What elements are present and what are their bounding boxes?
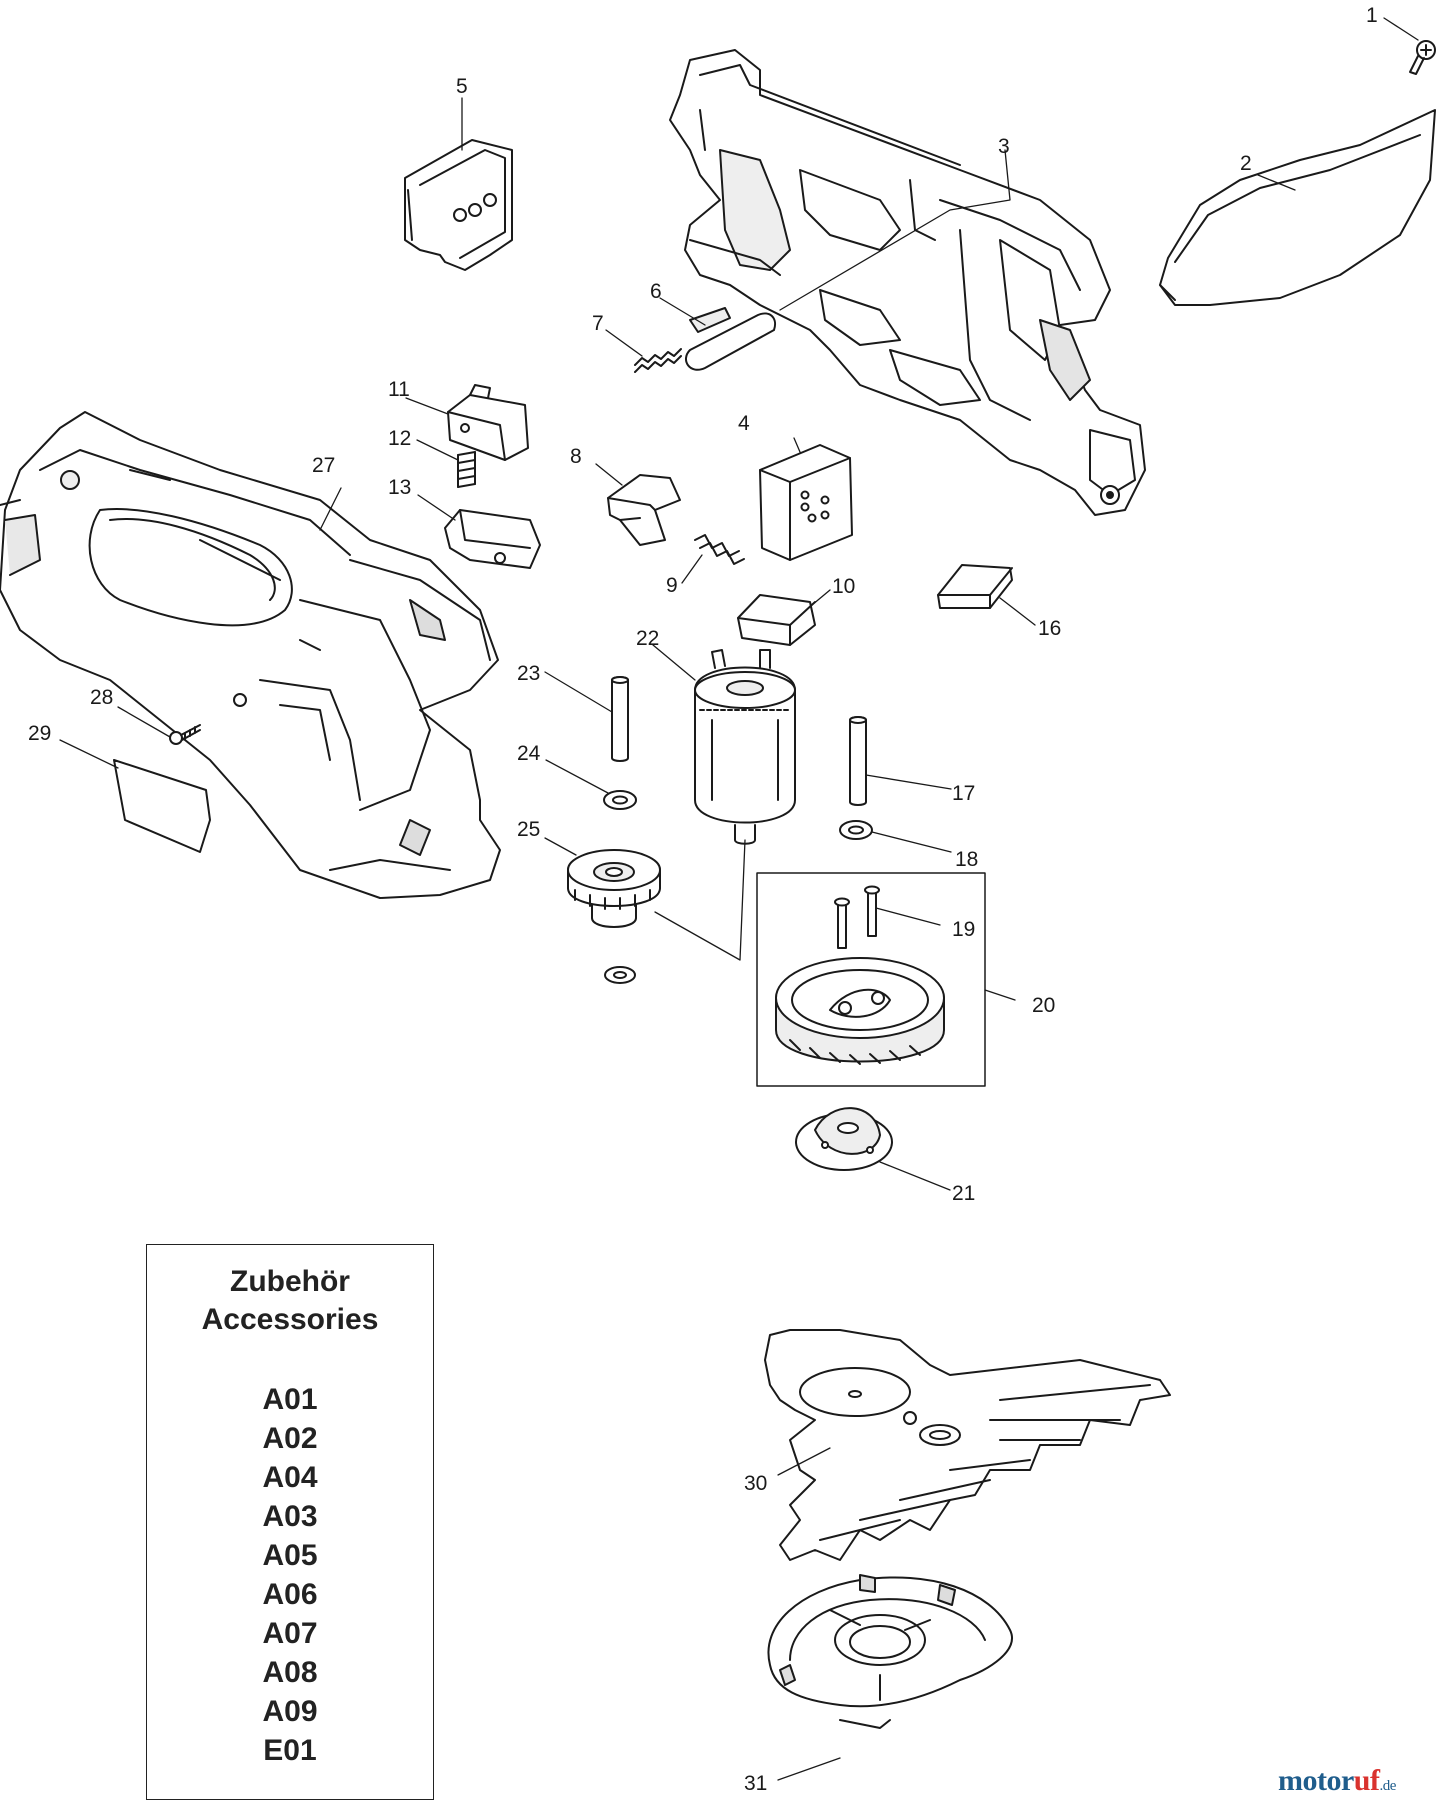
part-29-label [113,759,211,853]
part-label: 25 [517,818,540,841]
part-7-spring [634,348,682,373]
part-23-pin [611,676,629,762]
part-16-pad [937,564,1013,609]
part-label: 28 [90,686,113,709]
part-9-spring [694,534,745,565]
part-label: 13 [388,476,411,499]
part-label: 23 [517,662,540,685]
accessories-title-en: Accessories [201,1303,379,1336]
part-label: 7 [592,312,604,335]
part-27-handle [0,411,501,899]
part-label: 6 [650,280,662,303]
part-label: 29 [28,722,51,745]
accessory-item: A09 [262,1695,318,1728]
part-label: 5 [456,75,468,98]
part-label: 31 [744,1772,767,1795]
watermark-logo: motoruf.de [1278,1764,1396,1798]
part-label: 4 [738,412,750,435]
accessories-title-de: Zubehör [230,1265,350,1298]
part-label: 30 [744,1472,767,1495]
watermark-tld: .de [1379,1778,1396,1794]
part-4-pcb [759,444,853,561]
part-20-assembly-box [756,872,986,1087]
part-label: 19 [952,918,975,941]
accessory-item: E01 [263,1734,317,1767]
watermark-brand-b: uf [1353,1764,1380,1797]
accessory-item: A05 [262,1539,318,1572]
part-24-washer [603,790,637,810]
accessory-item: A01 [262,1383,318,1416]
part-2-cover [1159,109,1436,306]
part-30-blade [764,1329,1171,1561]
part-8-lever [607,474,681,546]
part-label: 27 [312,454,335,477]
part-number-labels: 1 2 3 4 5 6 7 8 9 10 11 12 13 16 17 18 1… [28,4,1378,1795]
part-label: 16 [1038,617,1061,640]
part-label: 3 [998,135,1010,158]
part-19-pins [834,885,880,949]
part-label: 11 [388,378,410,401]
part-18-washer [839,820,873,840]
part-label: 18 [955,848,978,871]
part-17-pin [849,716,867,806]
accessory-item: A06 [262,1578,318,1611]
part-label: 8 [570,445,582,468]
part-label: 22 [636,627,659,650]
part-3-housing [669,49,1146,516]
accessory-item: A02 [262,1422,318,1455]
part-13-slider [444,509,541,569]
part-label: 21 [952,1182,975,1205]
washer-small [604,966,636,984]
accessory-item: A03 [262,1500,318,1533]
part-label: 10 [832,575,855,598]
part-label: 24 [517,742,541,765]
part-label: 12 [388,427,411,450]
part-1-screw [1409,40,1436,75]
accessories-list: A01 A02 A04 A03 A05 A06 A07 A08 A09 E01 [147,1380,433,1770]
part-label: 2 [1240,152,1252,175]
accessory-item: A08 [262,1656,318,1689]
accessory-item: A04 [262,1461,318,1494]
part-label: 9 [666,574,678,597]
part-label: 17 [952,782,975,805]
part-25-gear [567,849,661,928]
part-5-plate [404,139,513,271]
part-31-blade-cover [767,1574,1013,1729]
accessory-item: A07 [262,1617,318,1650]
part-22-motor [694,649,796,845]
part-11-switch [447,384,529,461]
part-6-shaft [685,307,776,371]
watermark-brand-a: motor [1278,1764,1354,1797]
part-21-cam [795,1107,893,1171]
accessories-box: Zubehör Accessories A01 A02 A04 A03 A05 … [146,1244,434,1800]
part-label: 20 [1032,994,1055,1017]
part-20-gear-wheel [775,957,945,1065]
leader-lines [59,17,1419,1781]
part-28-screw [169,724,201,745]
part-10-bracket [737,594,816,646]
part-label: 1 [1366,4,1378,27]
part-12-spring [457,451,476,488]
